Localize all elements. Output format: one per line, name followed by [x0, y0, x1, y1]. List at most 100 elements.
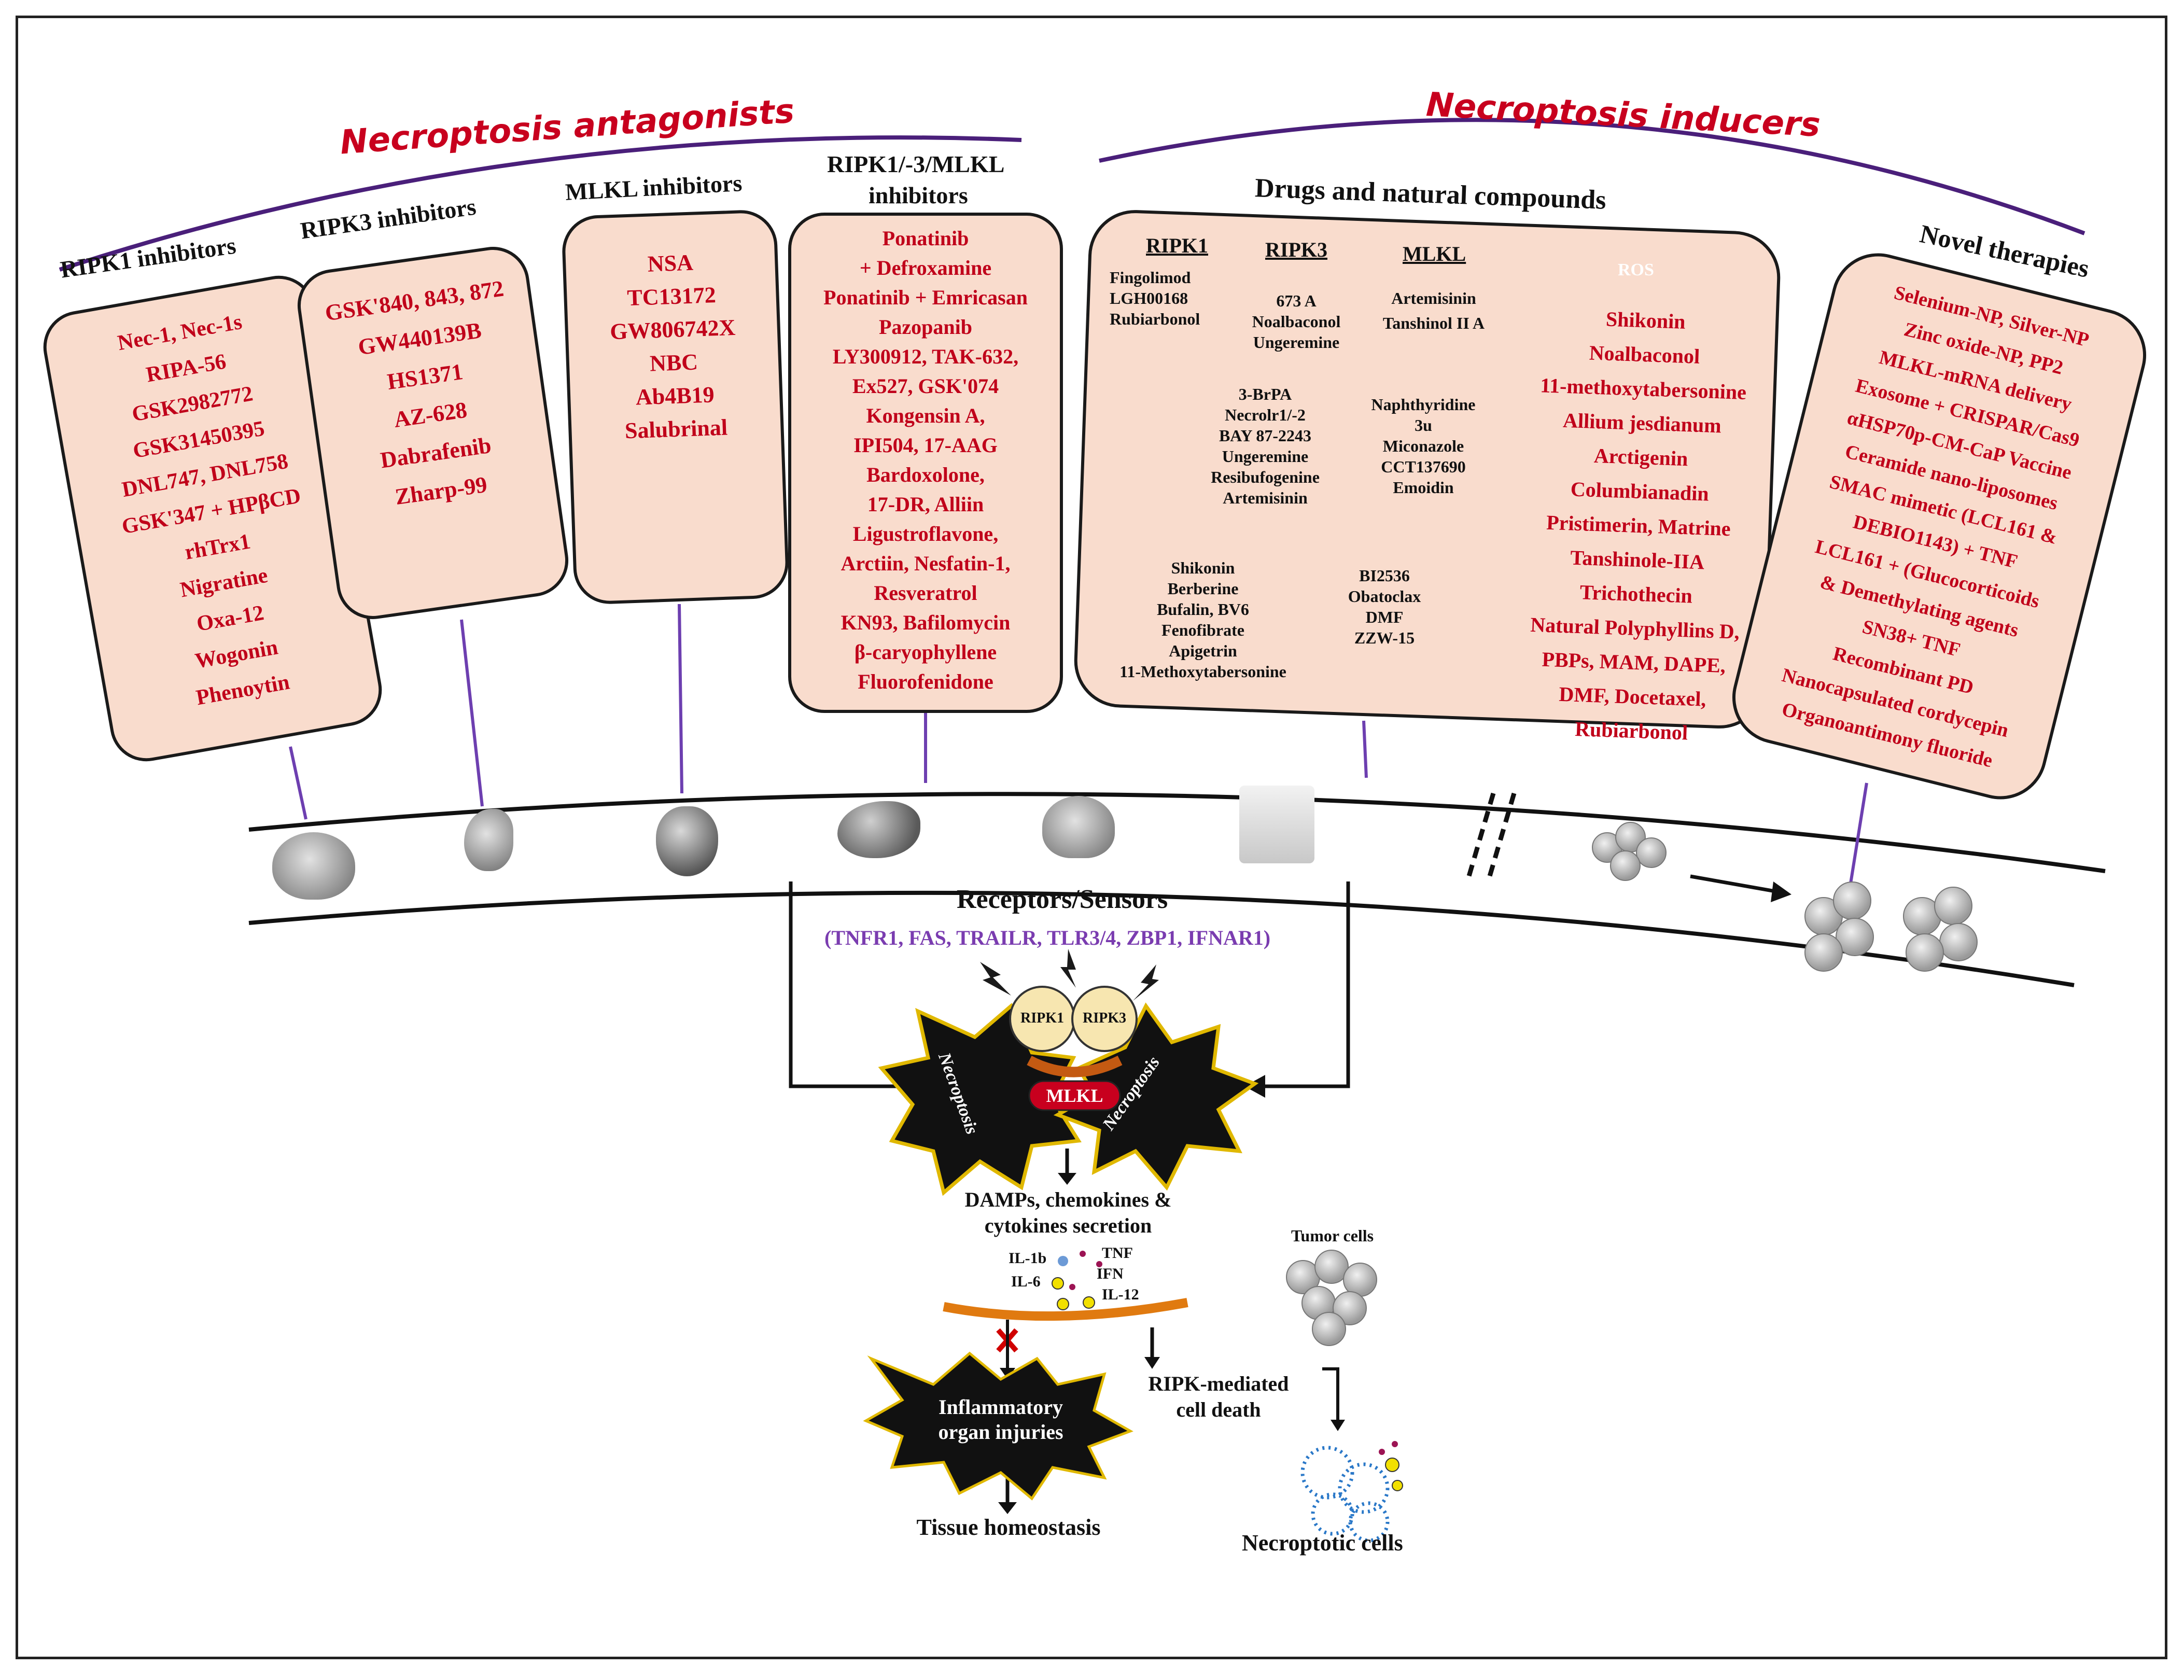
- tumor-cell: [1804, 933, 1843, 972]
- lungs-icon: [1042, 796, 1115, 858]
- drugs-ripk3-item: Ungeremine: [1253, 333, 1340, 352]
- combo-item: Bardoxolone,: [866, 463, 985, 486]
- connector-ripk3: [460, 619, 484, 807]
- inflammatory-line-2: organ injuries: [938, 1420, 1063, 1444]
- drugs-mid-left-item: Artemisinin: [1223, 488, 1308, 507]
- il1b-dot: [1058, 1256, 1068, 1266]
- combo-item: Arctiin, Nesfatin-1,: [841, 552, 1011, 575]
- inflammatory-line-1: Inflammatory: [939, 1395, 1063, 1419]
- combo-item: Ligustroflavone,: [852, 522, 999, 545]
- drugs-ripk1-list: Fingolimod LGH00168 Rubiarbonol: [1110, 267, 1213, 329]
- tumor-cluster-membrane: [1592, 822, 1670, 884]
- membrane-break-1: [1465, 792, 1496, 883]
- released-dot-1: [1385, 1458, 1399, 1472]
- mlkl-item: Salubrinal: [624, 414, 728, 444]
- combo-item: Kongensin A,: [866, 404, 985, 427]
- combo-item: Pazopanib: [878, 315, 973, 339]
- drugs-mid-left-item: 3-BrPA: [1238, 385, 1292, 403]
- inducers-bracket: [1099, 118, 2085, 235]
- il1b-label: IL-1b: [1009, 1250, 1047, 1267]
- tumor-cell: [1906, 933, 1944, 972]
- combo-item: Ex527, GSK'074: [852, 374, 999, 398]
- drugs-ripk3-header: RIPK3: [1265, 238, 1327, 261]
- combo-item: IPI504, 17-AAG: [853, 433, 998, 457]
- il12-label: IL-12: [1102, 1286, 1139, 1303]
- released-dot-2: [1392, 1480, 1403, 1491]
- tumor-cell: [1610, 850, 1641, 881]
- connector-drugs: [1362, 720, 1368, 778]
- drugs-ripk1-item: LGH00168: [1110, 289, 1188, 307]
- figure-frame: [16, 16, 2167, 1659]
- necroptotic-ring-3: [1311, 1492, 1354, 1536]
- arrowhead-2: [998, 1502, 1017, 1514]
- connector-ripk1: [289, 746, 307, 820]
- tumor-cell: [1934, 887, 1972, 925]
- mlkl-capsule: [1028, 1080, 1121, 1111]
- drugs-mid-right-item: Miconazole: [1382, 437, 1464, 455]
- tumor-cell: [1939, 923, 1978, 961]
- ripk3-inhibitors-box: GSK'840, 843, 872 GW440139B HS1371 AZ-62…: [292, 242, 573, 624]
- il6-label: IL-6: [1011, 1273, 1041, 1290]
- drugs-ripk1-item: Fingolimod: [1110, 268, 1191, 287]
- receptors-title: Receptors/Sensors: [957, 885, 1168, 914]
- inflammatory-burst: [863, 1351, 1133, 1501]
- drugs-mid-left-item: Resibufogenine: [1211, 468, 1320, 486]
- drugs-low-left-item: Bufalin, BV6: [1157, 600, 1249, 619]
- drugs-mid-right-item: Naphthyridine: [1371, 395, 1476, 414]
- drugs-ripk3-list: 673 A Noalbaconol Ungeremine: [1239, 290, 1353, 353]
- mlkl-arc: [1027, 1056, 1123, 1077]
- drugs-low-right-item: ZZW-15: [1354, 628, 1415, 647]
- necroptosis-burst-right: [1053, 1002, 1259, 1191]
- receptors-list: (TNFR1, FAS, TRAILR, TLR3/4, ZBP1, IFNAR…: [824, 926, 1271, 949]
- skin-hands-icon: [1239, 786, 1314, 863]
- drugs-low-left-item: Berberine: [1167, 579, 1239, 598]
- ros-label: ROS: [1618, 260, 1654, 279]
- mlkl-inhibitors-list: NSA TC13172 GW806742X NBC Ab4B19 Salubri…: [565, 243, 781, 450]
- necroptotic-cells-label: Necroptotic cells: [1242, 1530, 1403, 1556]
- drugs-ripk3-item: Noalbaconol: [1252, 312, 1341, 331]
- drugs-low-left-item: 11-Methoxytabersonine: [1119, 662, 1286, 681]
- induce-line: [1260, 881, 1350, 1088]
- kidney-icon: [464, 809, 513, 871]
- drugs-low-left-list: Shikonin Berberine Bufalin, BV6 Fenofibr…: [1104, 557, 1301, 682]
- tumor-cells-label: Tumor cells: [1291, 1226, 1374, 1245]
- liver-icon: [837, 801, 920, 858]
- brain-icon: [272, 832, 355, 900]
- tissue-homeostasis: Tissue homeostasis: [916, 1515, 1101, 1540]
- tumor-arrowhead: [1331, 1420, 1345, 1431]
- mlkl-inhibitors-box: NSA TC13172 GW806742X NBC Ab4B19 Salubri…: [561, 208, 790, 606]
- inhibit-line: [789, 881, 920, 1088]
- secretion-membrane: [943, 1298, 1188, 1321]
- bolt-3: [1133, 964, 1159, 1001]
- combo-item: LY300912, TAK-632,: [832, 345, 1019, 368]
- membrane-outer: [248, 792, 2106, 873]
- tumor-cluster-growing: [1804, 881, 2001, 985]
- tnf-dot-2: [1096, 1261, 1102, 1267]
- combo-item: KN93, Bafilomycin: [841, 611, 1011, 634]
- ripk3-circle: [1071, 986, 1138, 1052]
- necroptotic-ring-4: [1348, 1501, 1390, 1543]
- drugs-mlkl-item: Tanshinol II A: [1382, 314, 1485, 332]
- drugs-ripk1-header: RIPK1: [1146, 234, 1208, 257]
- ifn-dot: [1069, 1284, 1075, 1290]
- tumor-cluster-pathway: [1281, 1250, 1395, 1348]
- drugs-mid-left-list: 3-BrPA Necrolr1/-2 BAY 87-2243 Ungeremin…: [1193, 384, 1338, 508]
- tnf-label: TNF: [1102, 1244, 1133, 1262]
- ripk-death-line-2: cell death: [1176, 1398, 1261, 1421]
- tumor-cell: [1833, 881, 1871, 920]
- combo-inhibitors-box: Ponatinib + Defroxamine Ponatinib + Emri…: [788, 213, 1063, 713]
- combo-inhibitors-list: Ponatinib + Defroxamine Ponatinib + Emri…: [791, 223, 1060, 696]
- bolt-1: [980, 962, 1011, 996]
- combo-item: 17-DR, Alliin: [867, 493, 984, 516]
- ripk1-label: RIPK1: [1020, 1010, 1064, 1026]
- membrane-inner: [248, 890, 2075, 987]
- ifn-label: IFN: [1097, 1265, 1124, 1282]
- tumor-progression-arrow: [1690, 874, 1779, 894]
- tumor-link: [1322, 1367, 1339, 1421]
- drugs-mid-right-item: Emoidin: [1393, 478, 1454, 497]
- necroptotic-ring-2: [1338, 1462, 1390, 1514]
- membrane-break-2: [1486, 792, 1517, 883]
- drugs-low-left-item: Fenofibrate: [1161, 621, 1244, 639]
- combo-inhibitors-header-1: RIPK1/-3/MLKL: [827, 151, 1005, 177]
- il12-dot-2: [1083, 1296, 1095, 1309]
